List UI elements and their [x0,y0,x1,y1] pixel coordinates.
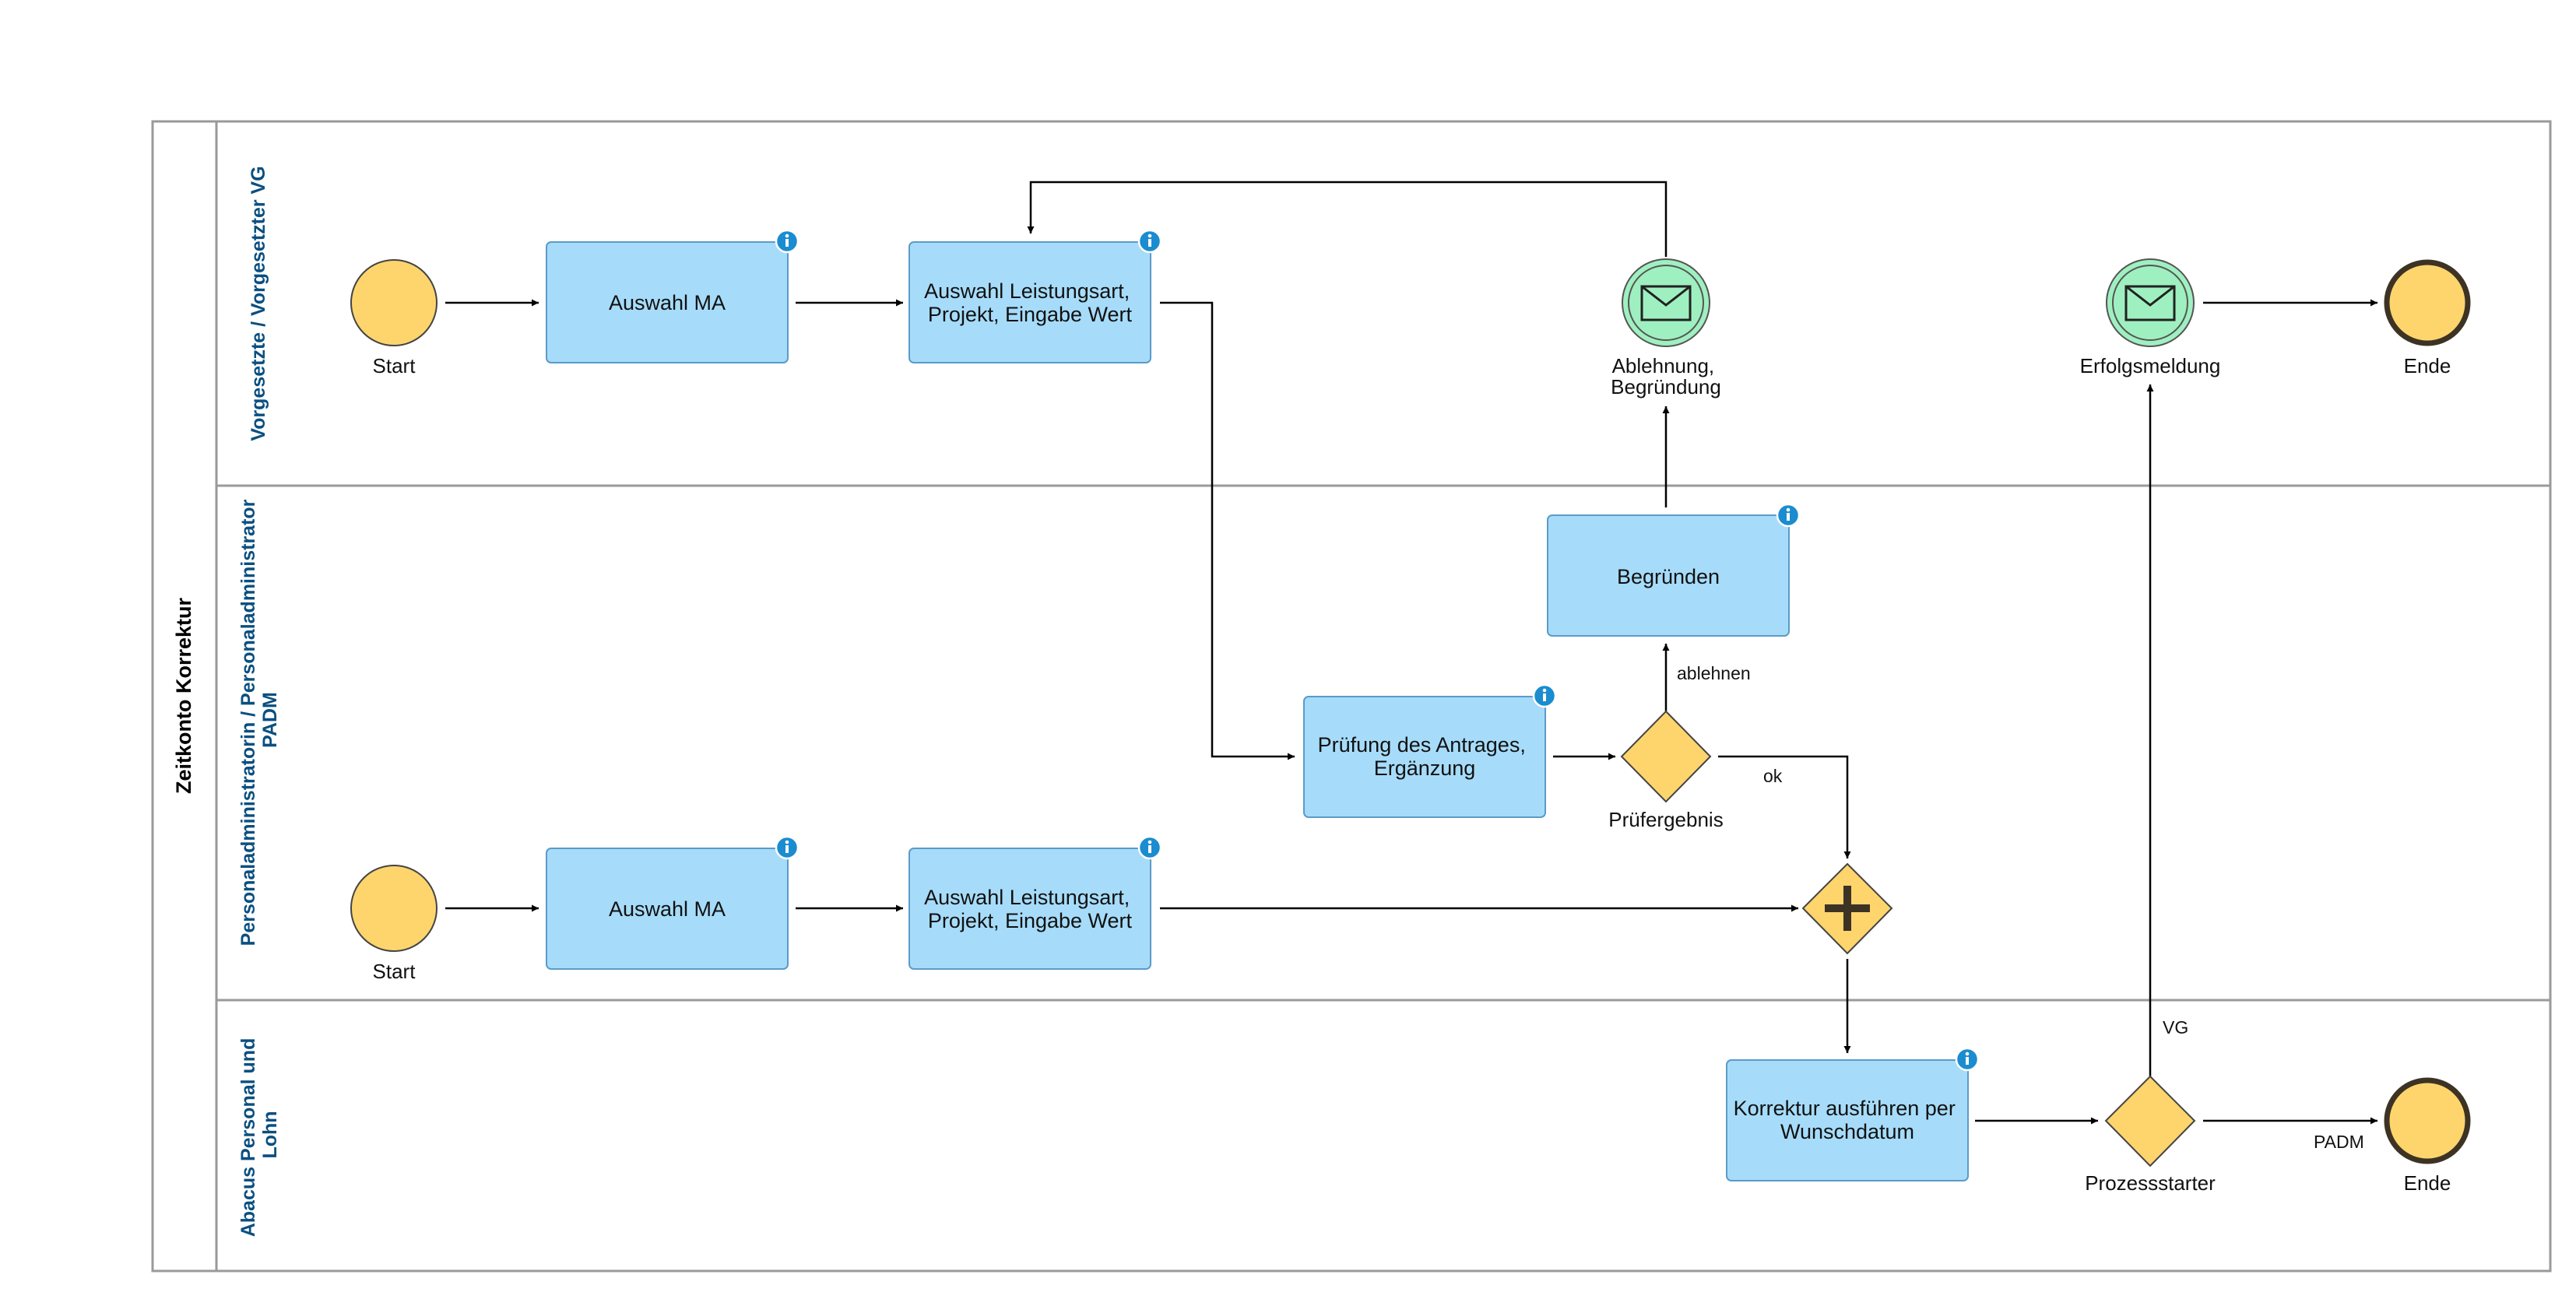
gateway-pruefergebnis-label: Prüfergebnis [1608,808,1723,831]
flow-label-vg: VG [2163,1017,2188,1037]
lane-vg: Vorgesetzte / Vorgesetzter VG [248,166,269,441]
task-korrektur-text: Korrektur ausführen per Wunschdatum [1734,1097,1962,1143]
info-icon[interactable] [1532,683,1557,708]
info-icon[interactable] [1137,835,1162,860]
gateway-prozessstarter-label: Prozessstarter [2085,1171,2216,1195]
end-event-abacus[interactable]: Ende [2384,1077,2471,1195]
message-event-ablehnung[interactable]: Ablehnung, Begründung [1611,258,1721,398]
info-icon[interactable] [1776,503,1801,528]
message-event-erfolg-label: Erfolgsmeldung [2080,354,2221,377]
gateway-pruefergebnis[interactable]: Prüfergebnis [1608,710,1724,831]
task-begruenden-line-1: Begründen [1617,565,1720,588]
task-korrektur[interactable]: Korrektur ausführen per Wunschdatum [1726,1047,1980,1181]
message-event-ablehnung-line-2: Begründung [1611,375,1721,398]
task-pruefung-line-1: Prüfung des Antrages, [1318,733,1526,757]
lane-label-padm-line-1: Personaladministratorin / Personaladmini… [237,499,259,946]
flow-label-padm: PADM [2314,1132,2364,1152]
flow-gw-ok-to-parallel[interactable] [1718,755,1851,858]
task-begruenden[interactable]: Begründen [1547,503,1801,637]
info-icon[interactable] [775,229,800,254]
task-korrektur-line-2: Wunschdatum [1780,1120,1914,1143]
lane-label-padm-line-2: PADM [259,692,281,748]
start-event-padm[interactable]: Start [350,865,438,983]
task-pruefung[interactable]: Prüfung des Antrages, Ergänzung [1303,683,1557,818]
lane-padm: Personaladministratorin / Personaladmini… [237,494,281,946]
task-pruefung-line-2: Ergänzung [1374,757,1476,780]
end-event-vg-label: Ende [2404,354,2451,377]
lane-label-vg: Vorgesetzte / Vorgesetzter VG [248,166,269,441]
end-event-vg[interactable]: Ende [2384,259,2471,377]
task-auswahl-leistung-padm-text: Auswahl Leistungsart, Projekt, Eingabe W… [924,886,1136,932]
message-event-ablehnung-line-1: Ablehnung, [1612,354,1715,377]
task-auswahl-leistung-vg-text: Auswahl Leistungsart, Projekt, Eingabe W… [924,279,1136,326]
flow-ablehnung-to-leistung-vg[interactable] [1027,181,1668,257]
gateway-prozessstarter[interactable]: Prozessstarter [2085,1075,2216,1195]
task-auswahl-leistung-padm-line-1: Auswahl Leistungsart, [924,886,1130,909]
envelope-icon [2124,285,2176,321]
task-auswahl-ma-vg-line-1: Auswahl MA [609,291,726,314]
task-begruenden-text: Begründen [1617,565,1720,588]
message-event-ablehnung-label: Ablehnung, Begründung [1611,354,1721,398]
task-pruefung-text: Prüfung des Antrages, Ergänzung [1318,733,1532,780]
task-auswahl-ma-vg-text: Auswahl MA [609,291,726,314]
flow-label-ok: ok [1763,766,1783,786]
plus-icon [1825,886,1870,931]
info-icon[interactable] [775,835,800,860]
start-event-padm-label: Start [373,960,416,983]
lane-label-padm: Personaladministratorin / Personaladmini… [237,494,281,946]
flow-label-ablehnen: ablehnen [1677,663,1751,683]
lane-label-abacus: Abacus Personal und Lohn [237,1033,281,1238]
flow-leistung-vg-to-pruefung[interactable] [1160,301,1295,760]
task-auswahl-leistung-padm[interactable]: Auswahl Leistungsart, Projekt, Eingabe W… [908,835,1162,970]
lane-label-abacus-line-1: Abacus Personal und [237,1038,259,1238]
lane-label-vg-line: Vorgesetzte / Vorgesetzter VG [248,166,269,441]
task-auswahl-ma-vg[interactable]: Auswahl MA [546,229,800,363]
info-icon[interactable] [1137,229,1162,254]
task-korrektur-line-1: Korrektur ausführen per [1734,1097,1956,1120]
task-auswahl-leistung-vg[interactable]: Auswahl Leistungsart, Projekt, Eingabe W… [908,229,1162,363]
info-icon[interactable] [1955,1047,1980,1072]
envelope-icon [1640,285,1692,321]
lane-label-abacus-line-2: Lohn [259,1111,281,1158]
task-auswahl-ma-padm-text: Auswahl MA [609,897,726,921]
task-auswahl-leistung-padm-line-2: Projekt, Eingabe Wert [928,909,1133,932]
message-event-erfolg[interactable]: Erfolgsmeldung [2080,258,2221,377]
start-event-vg[interactable]: Start [350,259,438,377]
start-event-vg-label: Start [373,354,416,377]
task-auswahl-ma-padm-line-1: Auswahl MA [609,897,726,921]
pool-label: Zeitkonto Korrektur [172,598,195,795]
sequence-flows [445,181,2377,1125]
lane-abacus: Abacus Personal und Lohn [237,1033,281,1238]
gateway-parallel[interactable] [1801,862,1893,955]
end-event-abacus-label: Ende [2404,1171,2451,1195]
task-auswahl-leistung-vg-line-2: Projekt, Eingabe Wert [928,303,1133,326]
task-auswahl-leistung-vg-line-1: Auswahl Leistungsart, [924,279,1130,303]
task-auswahl-ma-padm[interactable]: Auswahl MA [546,835,800,970]
